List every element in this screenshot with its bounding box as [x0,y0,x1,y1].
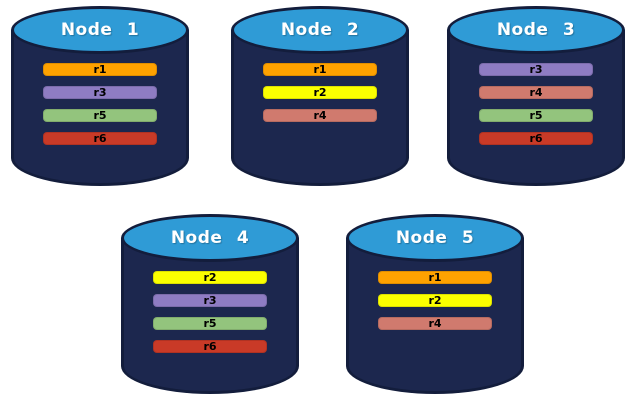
replica-bar: r4 [479,86,593,99]
node-title: Node 5 [395,228,475,248]
cylinder-body [231,30,409,186]
cylinder-top-ellipse: Node 4 [121,214,299,262]
node-4-cylinder: Node 4 r2 r3 r5 r6 [121,214,299,394]
node-title: Node 1 [60,20,140,40]
node-title: Node 4 [170,228,250,248]
cylinder-body [121,238,299,394]
cylinder-body [447,30,625,186]
cylinder-top-ellipse: Node 1 [11,6,189,54]
node-3-cylinder: Node 3 r3 r4 r5 r6 [447,6,625,186]
replica-list: r1 r2 r4 [263,63,377,122]
node-2-cylinder: Node 2 r1 r2 r4 [231,6,409,186]
replica-bar: r1 [263,63,377,76]
replica-bar: r6 [479,132,593,145]
replica-bar: r5 [43,109,157,122]
cylinder-top-ellipse: Node 2 [231,6,409,54]
node-title: Node 3 [496,20,576,40]
replica-bar: r2 [153,271,267,284]
replica-bar: r2 [263,86,377,99]
replica-bar: r6 [153,340,267,353]
node-5-cylinder: Node 5 r1 r2 r4 [346,214,524,394]
node-1-cylinder: Node 1 r1 r3 r5 r6 [11,6,189,186]
replica-list: r1 r2 r4 [378,271,492,330]
replica-bar: r4 [378,317,492,330]
cylinder-body [11,30,189,186]
replica-bar: r3 [153,294,267,307]
cylinder-body [346,238,524,394]
replica-list: r1 r3 r5 r6 [43,63,157,145]
replica-bar: r3 [43,86,157,99]
replica-bar: r2 [378,294,492,307]
replica-bar: r5 [479,109,593,122]
replica-bar: r4 [263,109,377,122]
replica-list: r3 r4 r5 r6 [479,63,593,145]
replica-list: r2 r3 r5 r6 [153,271,267,353]
replica-bar: r3 [479,63,593,76]
cylinder-top-ellipse: Node 3 [447,6,625,54]
replica-bar: r5 [153,317,267,330]
replica-bar: r1 [378,271,492,284]
node-title: Node 2 [280,20,360,40]
replica-bar: r1 [43,63,157,76]
replica-bar: r6 [43,132,157,145]
cylinder-top-ellipse: Node 5 [346,214,524,262]
